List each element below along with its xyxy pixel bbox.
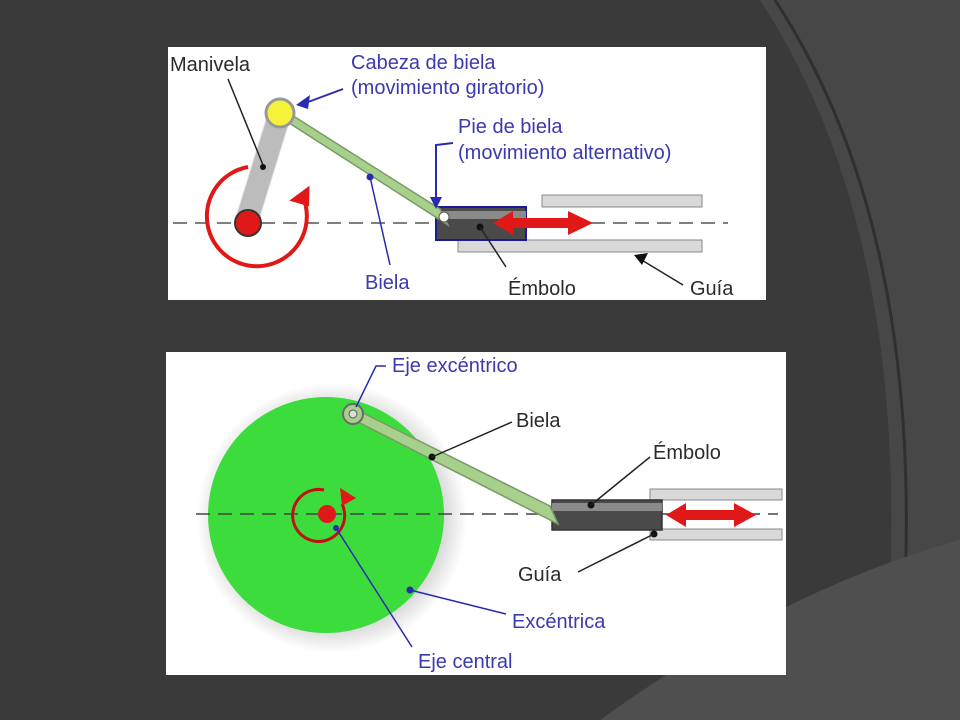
leader-eje-excentrico — [355, 365, 386, 408]
rod-small-end — [438, 211, 450, 223]
connecting-rod — [275, 104, 450, 228]
leader-guia — [639, 258, 684, 286]
leader-guia-bottom — [577, 533, 655, 573]
leader-embolo-bottom — [590, 456, 651, 506]
label-eje-central: Eje central — [418, 651, 513, 673]
leader-biela-bottom — [431, 421, 513, 458]
crank-pin — [264, 97, 296, 129]
label-embolo-bottom: Émbolo — [653, 441, 721, 464]
arrowhead-guia — [634, 253, 648, 265]
guide-rail-bottom-bottom — [649, 528, 783, 541]
label-guia: Guía — [690, 278, 734, 300]
leader-biela — [369, 176, 391, 266]
label-cabeza-line2: (movimiento giratorio) — [351, 77, 544, 99]
label-cabeza-line1: Cabeza de biela — [351, 52, 496, 74]
reciprocating-arrow — [493, 211, 593, 235]
central-axis — [318, 505, 336, 523]
rotation-arrowhead-bottom — [340, 488, 356, 506]
label-excentrica: Excéntrica — [512, 611, 606, 633]
arrowhead-cabeza — [296, 95, 310, 109]
label-embolo: Émbolo — [508, 277, 576, 300]
leader-eje-central — [335, 527, 413, 648]
label-manivela: Manivela — [170, 54, 251, 76]
label-eje-excentrico: Eje excéntrico — [392, 355, 518, 377]
arrowhead-pie — [430, 197, 442, 209]
leader-manivela — [227, 78, 264, 166]
label-biela-bottom: Biela — [516, 410, 561, 432]
dot-manivela — [260, 164, 266, 170]
leader-pie — [435, 142, 454, 205]
rotation-arc-bottom — [291, 487, 347, 543]
crank-mechanism-diagram: Manivela Cabeza de biela (movimiento gir… — [168, 47, 766, 300]
leader-excentrica — [409, 589, 507, 615]
rotation-arrowhead — [289, 185, 310, 207]
label-pie-line2: (movimiento alternativo) — [458, 142, 671, 164]
piston-highlight — [436, 211, 526, 219]
piston-highlight-bottom — [552, 503, 662, 511]
guide-rail-top — [541, 194, 703, 208]
leader-embolo — [479, 226, 507, 268]
guide-rail-bottom — [457, 239, 703, 253]
eccentric-mechanism-diagram: Eje excéntrico Biela Émbolo Guía Excéntr… — [166, 352, 786, 675]
guide-rail-top-bottom — [649, 488, 783, 501]
crank-pivot — [234, 209, 262, 237]
background-swoosh — [760, 0, 960, 720]
label-guia-bottom: Guía — [518, 564, 562, 586]
reciprocating-arrow-bottom — [666, 503, 756, 527]
eccentric-pin-hole — [348, 409, 358, 419]
rotation-arc — [204, 165, 309, 269]
label-pie-line1: Pie de biela — [458, 116, 563, 138]
label-biela: Biela — [365, 272, 410, 294]
